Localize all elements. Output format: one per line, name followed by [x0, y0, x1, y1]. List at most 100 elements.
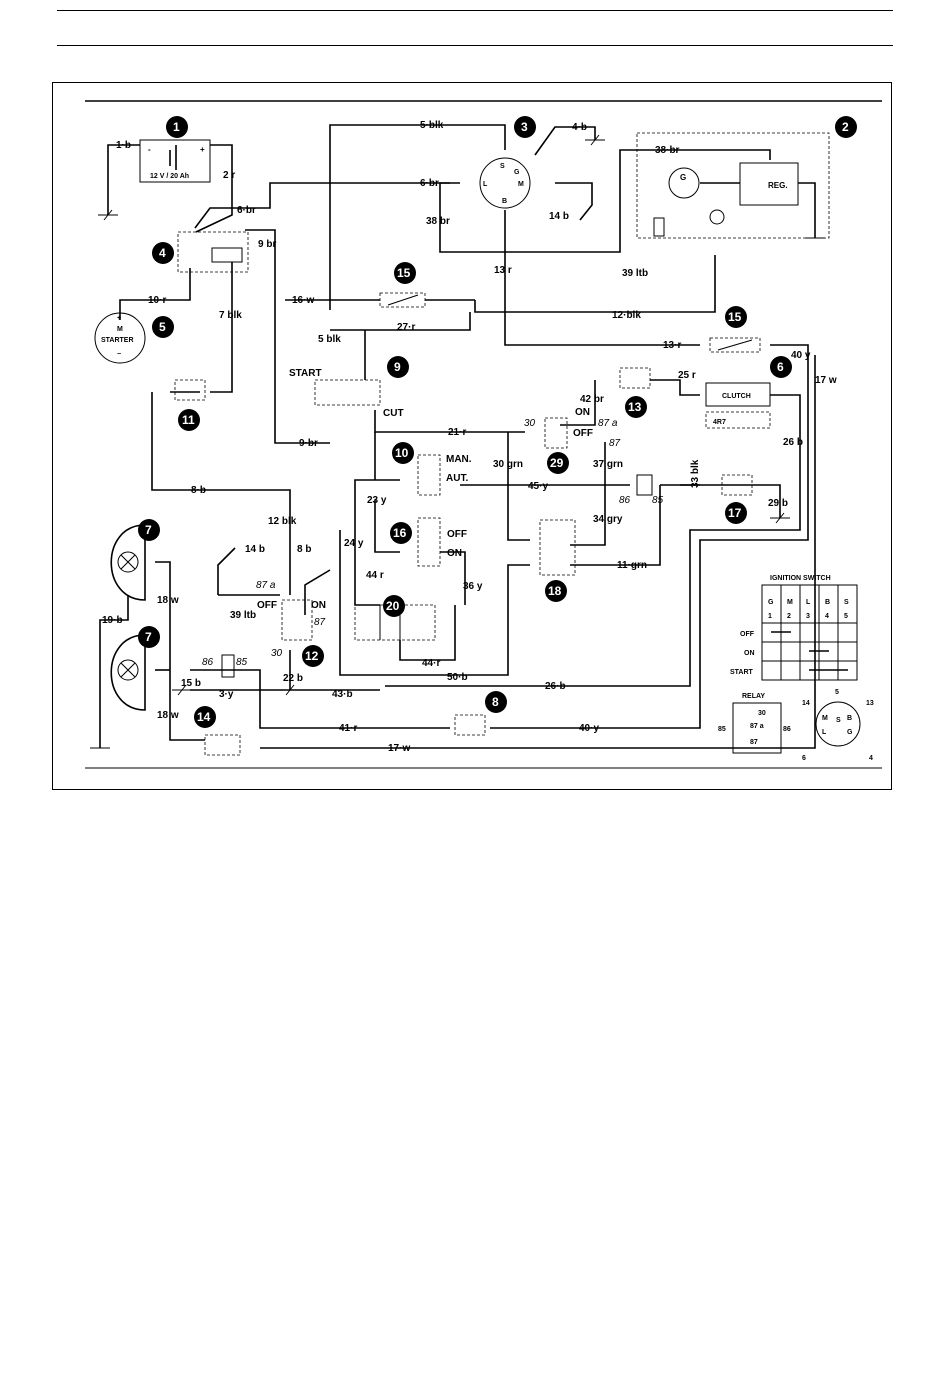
header-rule [57, 45, 893, 46]
headlamp-1 [110, 524, 146, 601]
svg-text:ON: ON [575, 407, 590, 418]
svg-text:85: 85 [652, 495, 664, 506]
svg-text:CUT: CUT [383, 408, 404, 419]
top-rule [57, 10, 893, 11]
svg-text:8: 8 [492, 695, 499, 709]
svg-text:4: 4 [869, 755, 873, 762]
svg-text:1·b: 1·b [116, 140, 131, 151]
svg-text:39 ltb: 39 ltb [622, 268, 648, 279]
generator-label: G [680, 173, 686, 182]
svg-text:3·y: 3·y [219, 689, 234, 700]
ignition-table: IGNITION SWITCH G M L B S 1 2 3 4 5 OFF … [730, 575, 858, 681]
svg-text:9·br: 9·br [299, 438, 318, 449]
svg-text:16·w: 16·w [292, 295, 314, 306]
svg-text:45·y: 45·y [528, 481, 548, 492]
svg-text:44 r: 44 r [366, 570, 384, 581]
svg-text:23 y: 23 y [367, 495, 387, 506]
svg-text:18 w: 18 w [157, 595, 179, 606]
svg-text:START: START [289, 368, 322, 379]
svg-text:14: 14 [802, 700, 810, 707]
svg-text:B: B [847, 715, 852, 722]
svg-text:1: 1 [173, 120, 180, 134]
svg-text:7 blk: 7 blk [219, 310, 242, 321]
svg-text:12 blk: 12 blk [268, 516, 297, 527]
svg-text:G: G [847, 729, 853, 736]
svg-text:6: 6 [802, 755, 806, 762]
svg-text:43·b: 43·b [332, 689, 353, 700]
svg-text:−: − [117, 351, 121, 358]
svg-text:5·blk: 5·blk [420, 120, 444, 131]
svg-text:S: S [844, 599, 849, 606]
svg-text:8·b: 8·b [191, 485, 206, 496]
starter-motor: + M STARTER − [94, 312, 146, 364]
svg-text:5: 5 [159, 320, 166, 334]
battery-plus: + [200, 145, 205, 154]
svg-text:18: 18 [548, 584, 562, 598]
svg-text:34 gry: 34 gry [593, 514, 623, 525]
svg-text:24 y: 24 y [344, 538, 364, 549]
svg-text:MAN.: MAN. [446, 454, 472, 465]
svg-text:29 b: 29 b [768, 498, 788, 509]
svg-text:4·b: 4·b [572, 122, 587, 133]
svg-text:M: M [822, 715, 828, 722]
svg-text:87: 87 [314, 617, 326, 628]
svg-text:14: 14 [197, 710, 211, 724]
svg-text:17: 17 [728, 506, 742, 520]
svg-text:ON: ON [744, 650, 755, 657]
ign-table-title: IGNITION SWITCH [770, 575, 831, 582]
svg-text:41·r: 41·r [339, 723, 357, 734]
svg-text:86: 86 [202, 657, 214, 668]
regulator-label: REG. [768, 181, 788, 190]
svg-text:26·b: 26·b [545, 681, 566, 692]
generator-block: G REG. [636, 132, 830, 239]
svg-text:ON: ON [311, 600, 326, 611]
svg-text:M: M [117, 326, 123, 333]
svg-text:85: 85 [718, 726, 726, 733]
svg-text:22 b: 22 b [283, 673, 303, 684]
svg-text:38·br: 38·br [655, 145, 680, 156]
svg-text:4: 4 [159, 246, 166, 260]
svg-text:OFF: OFF [573, 428, 593, 439]
svg-text:1: 1 [768, 613, 772, 620]
relay-legend-title: RELAY [742, 693, 765, 700]
switch-labels: START CUT MAN. AUT. OFF ON ON OFF OFF ON [257, 368, 593, 611]
svg-text:6: 6 [777, 360, 784, 374]
ground-symbols [90, 134, 825, 749]
svg-text:3: 3 [521, 120, 528, 134]
svg-text:39 ltb: 39 ltb [230, 610, 256, 621]
svg-text:S: S [836, 717, 841, 724]
svg-text:13: 13 [628, 400, 642, 414]
fuse-15b [709, 337, 761, 353]
svg-text:14 b: 14 b [549, 211, 569, 222]
svg-text:4: 4 [825, 613, 829, 620]
svg-text:13: 13 [866, 700, 874, 707]
svg-text:7: 7 [145, 523, 152, 537]
battery: - + 12 V / 20 Ah [139, 139, 211, 183]
svg-text:M: M [787, 599, 793, 606]
svg-text:OFF: OFF [740, 631, 755, 638]
battery-minus: - [148, 145, 151, 154]
svg-text:50·b: 50·b [447, 672, 468, 683]
svg-text:30 grn: 30 grn [493, 459, 523, 470]
svg-text:10: 10 [395, 446, 409, 460]
svg-text:5 blk: 5 blk [318, 334, 341, 345]
svg-text:S: S [500, 163, 505, 170]
svg-text:40 y: 40 y [791, 350, 811, 361]
svg-text:11·grn: 11·grn [617, 560, 647, 571]
svg-text:86: 86 [619, 495, 631, 506]
svg-text:44·r: 44·r [422, 658, 440, 669]
svg-text:20: 20 [386, 599, 400, 613]
svg-text:16: 16 [393, 526, 407, 540]
svg-text:2: 2 [787, 613, 791, 620]
diagram-frame [52, 82, 892, 790]
svg-text:B: B [825, 599, 830, 606]
svg-text:OFF: OFF [447, 529, 467, 540]
svg-text:12: 12 [305, 649, 319, 663]
relay-legend: RELAY 30 87 a 87 85 86 [718, 693, 791, 754]
svg-text:21·r: 21·r [448, 427, 466, 438]
svg-text:33 blk: 33 blk [690, 459, 701, 488]
connector-diagram: 5 14 13 6 4 M S B L G [802, 689, 874, 762]
svg-text:87 a: 87 a [598, 418, 618, 429]
svg-text:85: 85 [236, 657, 248, 668]
